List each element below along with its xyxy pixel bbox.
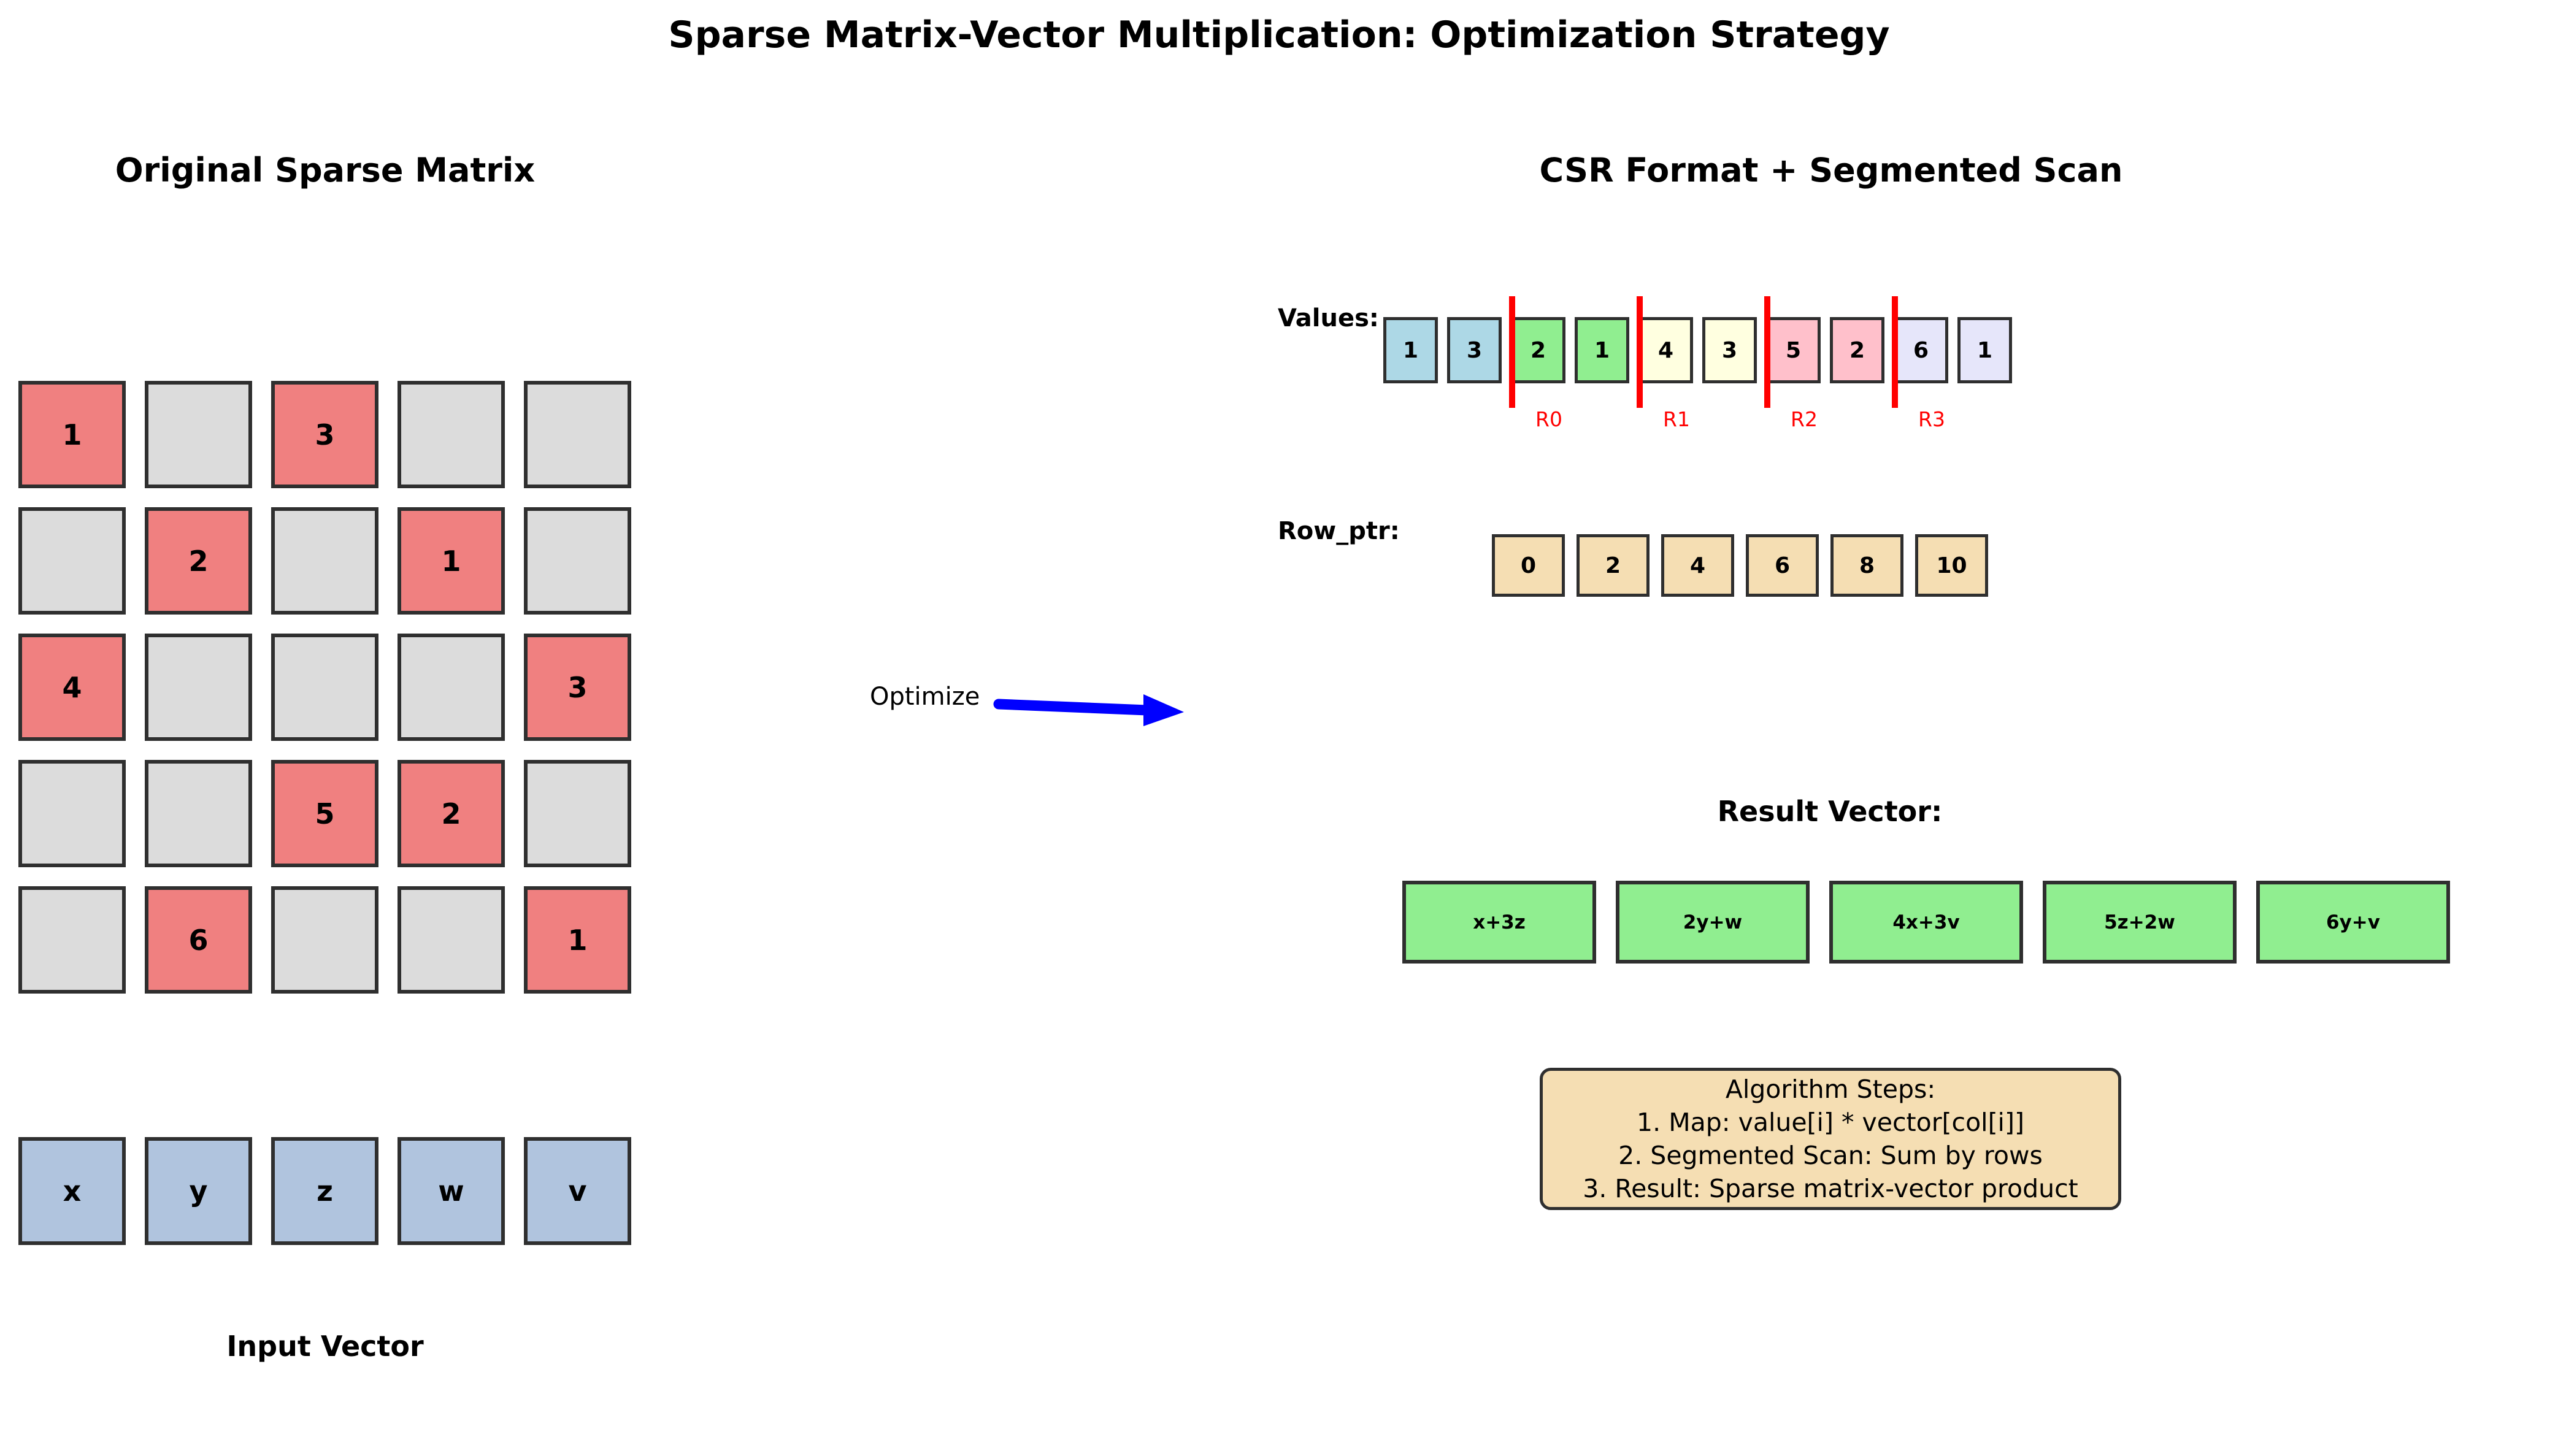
values-cell: 1: [1575, 317, 1629, 383]
matrix-cell: 3: [524, 634, 631, 741]
optimize-arrow-icon: [993, 694, 1184, 726]
input-vector-cell: z: [271, 1137, 378, 1245]
row-ptr-label: Row_ptr:: [1278, 517, 1400, 545]
matrix-cell: [18, 507, 126, 615]
matrix-cell: [18, 760, 126, 867]
result-cell: 2y+w: [1616, 881, 1810, 964]
algorithm-step: 3. Result: Sparse matrix-vector product: [1583, 1174, 2078, 1203]
matrix-cell: [398, 381, 505, 488]
matrix-cell: [271, 634, 378, 741]
sparse-matrix-grid: 1 3 2 1 4 3 5 2 6 1: [18, 381, 631, 994]
matrix-cell: 3: [271, 381, 378, 488]
values-label: Values:: [1278, 304, 1379, 332]
matrix-cell: [271, 507, 378, 615]
result-cell: x+3z: [1402, 881, 1596, 964]
matrix-cell: [18, 886, 126, 994]
matrix-cell: [524, 760, 631, 867]
algorithm-step: 1. Map: value[i] * vector[col[i]]: [1637, 1108, 2024, 1137]
matrix-cell: [145, 381, 252, 488]
matrix-cell: [271, 886, 378, 994]
values-cell: 4: [1638, 317, 1693, 383]
matrix-cell: [145, 634, 252, 741]
matrix-cell: 1: [18, 381, 126, 488]
values-cell: 3: [1702, 317, 1757, 383]
segment-divider: [1764, 296, 1770, 408]
algorithm-step: 2. Segmented Scan: Sum by rows: [1618, 1141, 2043, 1170]
row-ptr-cell: 2: [1577, 534, 1650, 597]
result-vector-label: Result Vector:: [1717, 795, 1943, 828]
row-ptr-cell: 8: [1830, 534, 1903, 597]
matrix-cell: [524, 381, 631, 488]
row-ptr-cell: 0: [1492, 534, 1565, 597]
result-cell: 4x+3v: [1829, 881, 2023, 964]
result-cell: 6y+v: [2256, 881, 2450, 964]
row-ptr-cell: 10: [1915, 534, 1988, 597]
matrix-cell: [145, 760, 252, 867]
algorithm-steps-box: Algorithm Steps: 1. Map: value[i] * vect…: [1540, 1068, 2121, 1210]
input-vector-label: Input Vector: [226, 1330, 424, 1363]
segment-label: R0: [1535, 407, 1562, 431]
values-cell: 3: [1447, 317, 1502, 383]
segment-label: R3: [1918, 407, 1945, 431]
input-vector-row: x y z w v: [18, 1137, 631, 1245]
matrix-cell: [398, 634, 505, 741]
values-cell: 1: [1383, 317, 1438, 383]
result-cell: 5z+2w: [2043, 881, 2237, 964]
values-cell: 6: [1894, 317, 1948, 383]
right-panel-heading: CSR Format + Segmented Scan: [1539, 151, 2123, 190]
input-vector-cell: v: [524, 1137, 631, 1245]
matrix-cell: 5: [271, 760, 378, 867]
segment-label: R2: [1791, 407, 1818, 431]
segment-divider: [1892, 296, 1898, 408]
row-ptr-cell: 4: [1661, 534, 1734, 597]
input-vector-cell: y: [145, 1137, 252, 1245]
matrix-cell: 1: [398, 507, 505, 615]
algorithm-step: Algorithm Steps:: [1725, 1075, 1936, 1104]
page-title: Sparse Matrix-Vector Multiplication: Opt…: [668, 13, 1890, 56]
values-cell: 1: [1957, 317, 2012, 383]
segment-label: R1: [1663, 407, 1690, 431]
optimize-label: Optimize: [870, 683, 980, 711]
result-vector-row: x+3z 2y+w 4x+3v 5z+2w 6y+v: [1402, 881, 2450, 964]
matrix-cell: 6: [145, 886, 252, 994]
matrix-cell: 2: [398, 760, 505, 867]
matrix-cell: 2: [145, 507, 252, 615]
input-vector-cell: w: [398, 1137, 505, 1245]
values-cell: 2: [1830, 317, 1884, 383]
segment-divider: [1637, 296, 1643, 408]
matrix-cell: 4: [18, 634, 126, 741]
matrix-cell: [398, 886, 505, 994]
input-vector-cell: x: [18, 1137, 126, 1245]
values-cell: 2: [1511, 317, 1565, 383]
values-cell: 5: [1766, 317, 1821, 383]
values-row: 1 3 2 1 4 3 5 2 6 1: [1383, 317, 2012, 383]
row-ptr-cell: 6: [1746, 534, 1819, 597]
segment-divider: [1509, 296, 1515, 408]
matrix-cell: 1: [524, 886, 631, 994]
matrix-cell: [524, 507, 631, 615]
left-panel-heading: Original Sparse Matrix: [115, 151, 536, 190]
row-ptr-row: 0 2 4 6 8 10: [1492, 534, 1988, 597]
